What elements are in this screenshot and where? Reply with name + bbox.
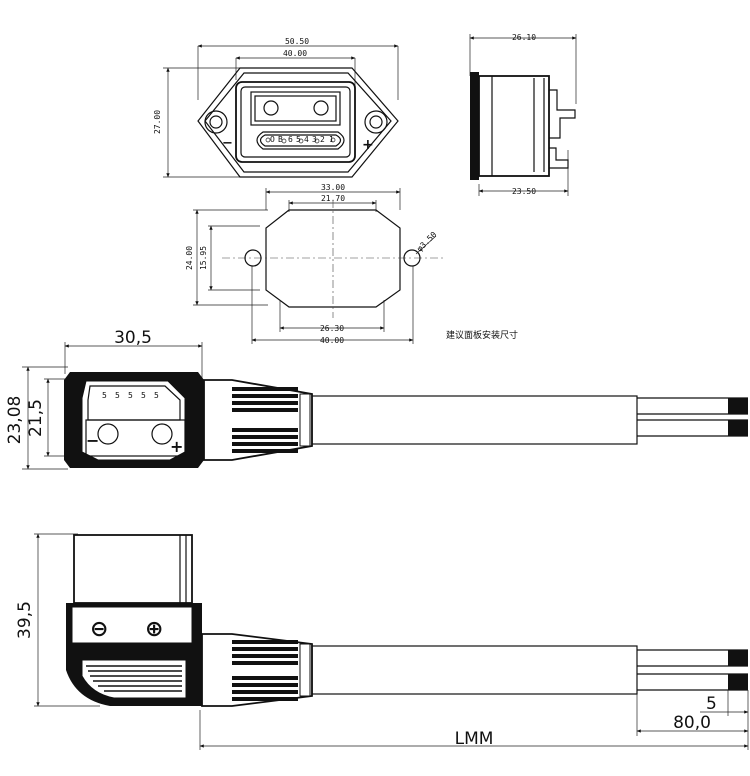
label-total-length: LMM xyxy=(455,729,494,749)
side-flange xyxy=(470,72,479,180)
housing-body xyxy=(235,81,356,163)
strain-relief-2 xyxy=(201,633,313,707)
cable2-plus-symbol: ⊕ xyxy=(145,617,163,642)
label-strip-length: 5 xyxy=(706,694,717,714)
svg-text:1: 1 xyxy=(329,135,334,144)
svg-text:5: 5 xyxy=(115,391,120,400)
mount-hole-right xyxy=(364,110,388,134)
label-cut-height-outer: 24.00 xyxy=(185,246,194,270)
label-cut-bottom-outer: 40.00 xyxy=(320,336,344,345)
label-cable2-height: 39,5 xyxy=(15,601,35,639)
power-pin-minus xyxy=(263,100,279,116)
label-side-top: 26.10 xyxy=(512,33,536,42)
svg-text:5: 5 xyxy=(128,391,133,400)
svg-text:5: 5 xyxy=(154,391,159,400)
cutout-hole-right xyxy=(403,249,421,267)
cable1-minus-symbol: − xyxy=(86,431,99,450)
label-hole-diameter: φ3.50 xyxy=(415,230,439,254)
svg-text:5: 5 xyxy=(296,135,301,144)
svg-text:4: 4 xyxy=(304,135,309,144)
label-cable-height-outer: 23,08 xyxy=(5,396,25,445)
power-pin-plus xyxy=(313,100,329,116)
power-pin-minus-front xyxy=(97,423,119,445)
svg-text:O: O xyxy=(270,135,275,144)
cable-view-front: 30,5 23,08 21,5 5 5 5 5 5 − + xyxy=(5,328,748,470)
grip-texture xyxy=(86,665,182,692)
svg-text:3: 3 xyxy=(312,135,317,144)
side-view: 26.10 23.50 xyxy=(469,33,577,196)
side-body xyxy=(478,75,550,177)
strain-relief-1 xyxy=(203,379,313,461)
front-plus-symbol: + xyxy=(362,137,374,153)
label-lead-length: 80,0 xyxy=(673,713,711,733)
front-view: 50.50 40.00 27.00 − + O B 6 5 4 3 2 xyxy=(153,37,399,178)
signal-pin-labels: O B 6 5 4 3 2 1 xyxy=(270,135,334,144)
strain-relief-ribs-2 xyxy=(232,640,298,701)
svg-text:2: 2 xyxy=(320,135,325,144)
label-cut-top-inner: 21.70 xyxy=(321,194,345,203)
label-side-bottom: 23.50 xyxy=(512,187,536,196)
label-width-inner: 40.00 xyxy=(283,49,307,58)
cable-jacket-2 xyxy=(311,645,638,695)
svg-text:5: 5 xyxy=(141,391,146,400)
cable-jacket-1 xyxy=(311,395,638,445)
cable1-plus-symbol: + xyxy=(170,437,183,456)
label-cut-height-inner: 15.95 xyxy=(199,246,208,270)
power-pin-plus-front xyxy=(151,423,173,445)
panel-mount-note: 建议面板安装尺寸 xyxy=(446,329,518,341)
label-height: 27.00 xyxy=(153,110,162,134)
plug-mating-body xyxy=(73,534,193,604)
strain-relief-ribs-1 xyxy=(232,387,298,453)
signal-contact-slot xyxy=(256,131,345,150)
cutout-outline xyxy=(265,209,401,308)
cable2-minus-symbol: ⊖ xyxy=(90,617,108,642)
panel-cutout-view: 33.00 21.70 24.00 15.95 φ3.50 26.30 40.0… xyxy=(185,183,518,345)
label-cut-top-outer: 33.00 xyxy=(321,183,345,192)
cutout-hole-left xyxy=(244,249,262,267)
svg-text:6: 6 xyxy=(288,135,293,144)
mount-hole-left xyxy=(204,110,228,134)
svg-text:B: B xyxy=(278,135,283,144)
label-cable-height-inner: 21,5 xyxy=(26,399,46,437)
svg-text:5: 5 xyxy=(102,391,107,400)
signal-pins-front: 5 5 5 5 5 xyxy=(102,391,159,400)
front-minus-symbol: − xyxy=(222,136,233,151)
label-cable-width: 30,5 xyxy=(114,328,152,348)
cable-view-side: 39,5 ⊖ ⊕ xyxy=(15,533,749,750)
label-cut-bottom-inner: 26.30 xyxy=(320,324,344,333)
label-width-outer: 50.50 xyxy=(285,37,309,46)
flange-outline xyxy=(197,67,399,178)
power-contact-slot xyxy=(250,91,341,126)
